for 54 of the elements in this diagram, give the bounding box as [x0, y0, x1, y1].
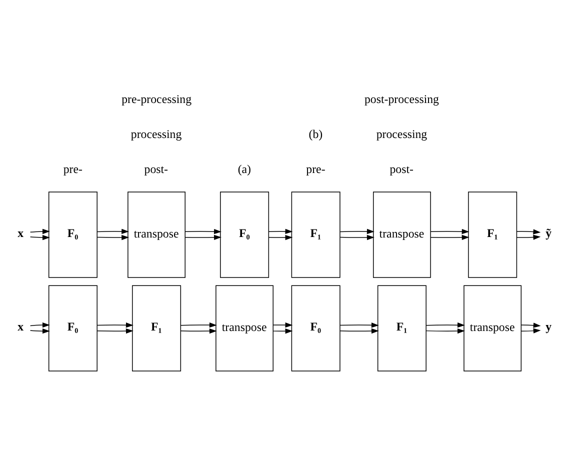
node-text: x — [18, 319, 24, 334]
node-box: transpose — [464, 285, 522, 372]
arrow — [30, 228, 50, 234]
arrow — [96, 234, 130, 240]
arrow — [340, 234, 374, 240]
label: pre- — [63, 162, 82, 176]
node-text: y — [546, 319, 552, 334]
arrow — [96, 328, 134, 334]
arrow — [268, 228, 293, 234]
arrow — [426, 322, 465, 328]
node-box: F₁ — [377, 285, 426, 372]
node-box: F₀ — [220, 192, 270, 278]
arrow — [180, 328, 217, 334]
label: processing — [130, 127, 182, 142]
arrow — [184, 234, 222, 240]
arrow — [268, 234, 293, 240]
arrow — [426, 328, 465, 334]
label: pre- — [306, 162, 326, 176]
node-box: transpose — [216, 285, 274, 372]
arrow — [430, 234, 470, 240]
node-box: F₁ — [291, 192, 340, 278]
arrow — [516, 234, 541, 240]
node-box: F₀ — [48, 192, 98, 278]
arrow — [96, 228, 130, 234]
node-box: transpose — [373, 192, 431, 278]
node-box: F₁ — [468, 192, 518, 278]
arrow — [430, 228, 470, 234]
arrow — [180, 322, 217, 328]
arrow — [96, 322, 134, 328]
arrow — [272, 322, 293, 328]
label: processing — [376, 127, 428, 142]
label: (a) — [238, 162, 252, 176]
arrow — [521, 322, 541, 328]
arrow — [516, 229, 541, 234]
node-box: F₁ — [132, 285, 182, 372]
node-text: x — [18, 226, 24, 240]
arrow — [30, 328, 50, 334]
node-text: ỹ — [546, 226, 552, 240]
label: post-processing — [364, 92, 440, 106]
arrow — [30, 234, 50, 240]
arrow — [184, 228, 222, 234]
arrow — [340, 322, 379, 328]
node-box: F₀ — [48, 285, 98, 372]
arrow — [340, 328, 379, 334]
label: (b) — [308, 127, 323, 142]
node-box: F₀ — [291, 285, 340, 372]
arrow — [521, 328, 541, 334]
arrow — [340, 228, 374, 234]
arrow — [30, 322, 50, 328]
label: pre-processing — [122, 92, 192, 106]
arrow — [272, 328, 293, 334]
label: post- — [144, 162, 168, 176]
label: post- — [390, 162, 414, 176]
node-box: transpose — [128, 192, 186, 278]
